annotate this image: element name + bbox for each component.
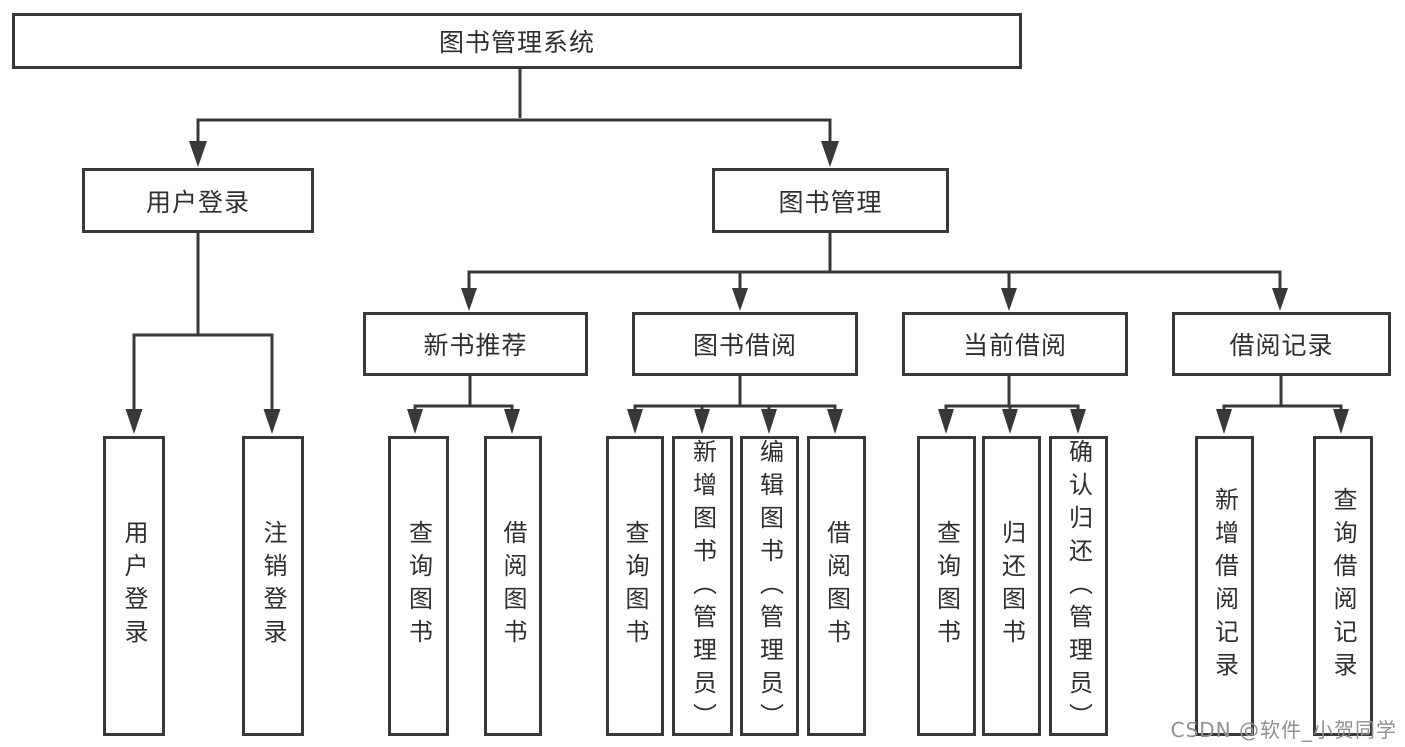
leaf-logout: 注销登录 xyxy=(242,436,304,736)
node-root: 图书管理系统 xyxy=(12,13,1022,69)
leaf-confirm-return-admin: 确认归还（管理员） xyxy=(1049,436,1108,736)
leaf-query-borrow-record: 查询借阅记录 xyxy=(1313,436,1373,736)
leaf-query-books-recommend: 查询图书 xyxy=(388,436,449,736)
node-current-borrow: 当前借阅 xyxy=(902,312,1128,376)
leaf-user-login: 用户登录 xyxy=(103,436,165,736)
node-new-book-recommend: 新书推荐 xyxy=(363,312,588,376)
node-book-management: 图书管理 xyxy=(712,168,949,233)
leaf-add-book-admin: 新增图书（管理员） xyxy=(672,436,733,736)
node-user-login: 用户登录 xyxy=(82,168,314,233)
leaf-label: 编辑图书（管理员） xyxy=(755,439,784,736)
node-book-borrow: 图书借阅 xyxy=(632,312,858,376)
leaf-label: 归还图书 xyxy=(997,520,1026,652)
leaf-label: 查询图书 xyxy=(932,520,961,652)
leaf-query-books-borrow: 查询图书 xyxy=(606,436,664,736)
node-borrow-records: 借阅记录 xyxy=(1172,312,1391,376)
leaf-label: 借阅图书 xyxy=(499,520,527,652)
leaf-label: 注销登录 xyxy=(259,520,287,652)
leaf-edit-book-admin: 编辑图书（管理员） xyxy=(740,436,799,736)
leaf-label: 新增借阅记录 xyxy=(1210,487,1239,685)
leaf-borrow-books-borrow: 借阅图书 xyxy=(807,436,866,736)
watermark: CSDN @软件_小贺同学 xyxy=(1170,718,1397,742)
leaf-borrow-books-recommend: 借阅图书 xyxy=(484,436,542,736)
leaf-label: 新增图书（管理员） xyxy=(688,439,717,736)
leaf-query-books-current: 查询图书 xyxy=(917,436,976,736)
leaf-label: 查询图书 xyxy=(621,520,649,652)
leaf-label: 查询借阅记录 xyxy=(1329,487,1357,685)
leaf-return-book: 归还图书 xyxy=(982,436,1041,736)
leaf-label: 查询图书 xyxy=(404,520,433,652)
leaf-label: 借阅图书 xyxy=(822,520,851,652)
leaf-label: 用户登录 xyxy=(120,520,148,652)
leaf-add-borrow-record: 新增借阅记录 xyxy=(1195,436,1254,736)
leaf-label: 确认归还（管理员） xyxy=(1064,439,1093,736)
